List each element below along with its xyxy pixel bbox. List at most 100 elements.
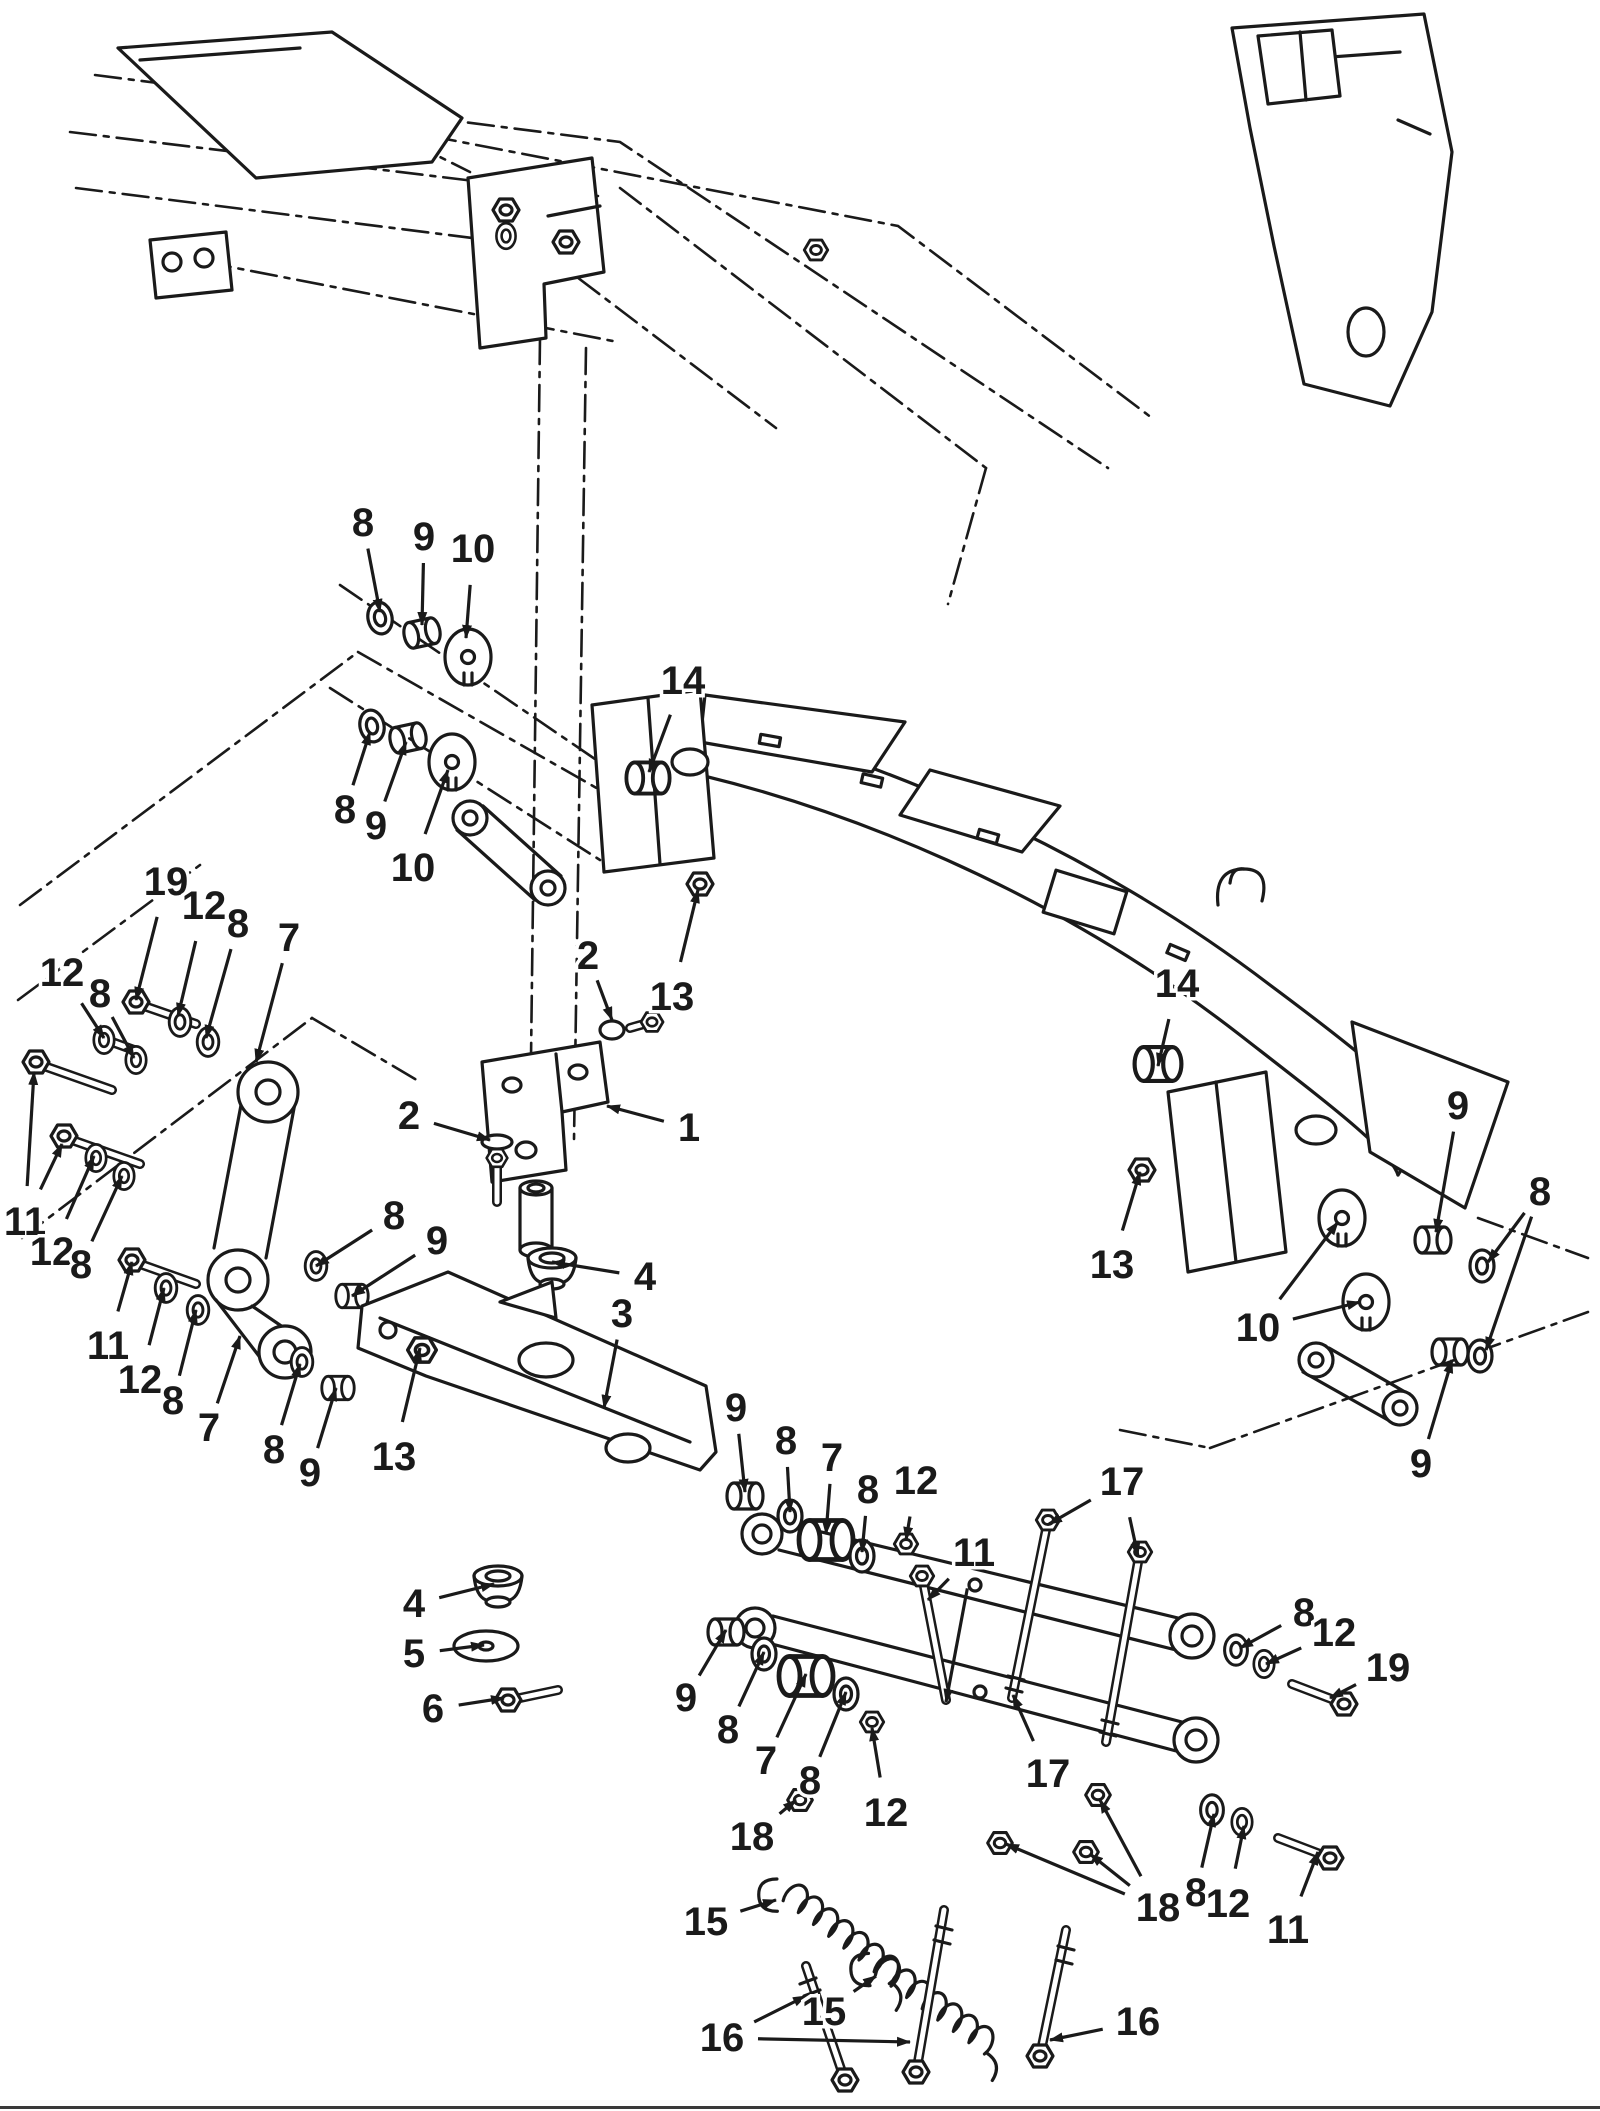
lower-lift-arms xyxy=(706,1481,1359,1871)
callout-arrow xyxy=(64,1155,96,1220)
callout-label-7: 7 xyxy=(278,916,300,960)
callout-arrow xyxy=(739,1898,777,1913)
callout-arrow xyxy=(1233,1825,1247,1870)
callout-arrow xyxy=(737,1651,766,1708)
callout-arrow xyxy=(1128,1516,1141,1557)
callout-arrow xyxy=(1098,1799,1143,1878)
callout-label-8: 8 xyxy=(263,1428,285,1472)
callout-arrow xyxy=(215,1335,242,1404)
callout-label-7: 7 xyxy=(821,1436,843,1480)
main-lift-arm xyxy=(356,1270,718,1713)
callout-arrow xyxy=(116,1261,134,1312)
callout-arrow xyxy=(869,1727,882,1778)
callout-arrow xyxy=(678,889,700,963)
callout-label-1: 1 xyxy=(678,1106,700,1150)
callout-arrow xyxy=(647,714,672,773)
callout-arrow xyxy=(903,1516,914,1541)
callout-label-7: 7 xyxy=(755,1739,777,1783)
callout-arrow xyxy=(1120,1171,1142,1231)
callout-label-2: 2 xyxy=(577,934,599,978)
callout-arrow xyxy=(110,1016,136,1059)
callout-label-9: 9 xyxy=(725,1386,747,1430)
callout-label-8: 8 xyxy=(334,788,356,832)
callout-label-8: 8 xyxy=(89,972,111,1016)
page-bottom-rule xyxy=(0,2106,1600,2109)
callout-arrow xyxy=(25,1071,39,1187)
callout-label-9: 9 xyxy=(413,515,435,559)
callout-arrow xyxy=(1005,1842,1126,1896)
callout-label-11: 11 xyxy=(953,1531,995,1575)
callout-arrow xyxy=(753,1994,807,2024)
callout-label-15: 15 xyxy=(802,1990,847,2034)
callout-arrow xyxy=(254,962,284,1063)
callout-label-12: 12 xyxy=(30,1230,75,1274)
callout-label-9: 9 xyxy=(365,804,387,848)
nut-13-left xyxy=(685,871,715,897)
nut-13-arm xyxy=(405,1336,439,1364)
callout-label-12: 12 xyxy=(182,884,227,928)
callout-arrow xyxy=(1265,1646,1302,1666)
callout-label-8: 8 xyxy=(352,501,374,545)
callout-arrow xyxy=(697,1629,728,1677)
callout-arrow xyxy=(852,1974,877,1993)
callout-label-14: 14 xyxy=(661,659,706,703)
callout-label-18: 18 xyxy=(1136,1886,1181,1930)
callout-label-11: 11 xyxy=(87,1324,129,1368)
callout-arrow xyxy=(778,1798,798,1816)
callout-arrow xyxy=(1486,1211,1526,1263)
callout-label-16: 16 xyxy=(700,2016,745,2060)
callout-label-12: 12 xyxy=(40,951,85,995)
callout-arrow xyxy=(551,1259,620,1275)
callout-label-9: 9 xyxy=(1410,1442,1432,1486)
left-linkage xyxy=(21,989,370,1402)
callout-label-14: 14 xyxy=(1155,962,1200,1006)
callout-arrow xyxy=(784,1466,795,1513)
callout-label-19: 19 xyxy=(144,860,189,904)
callout-arrow xyxy=(1089,1852,1131,1887)
callout-arrow xyxy=(462,584,473,639)
callout-arrow xyxy=(1426,1359,1454,1440)
callout-arrow xyxy=(1292,1300,1361,1321)
callout-label-12: 12 xyxy=(118,1358,163,1402)
callout-label-3: 3 xyxy=(611,1292,633,1336)
callout-arrow xyxy=(1048,1498,1092,1526)
callout-arrow xyxy=(176,940,198,1017)
callout-arrow xyxy=(1329,1683,1357,1700)
callout-label-16: 16 xyxy=(1116,2000,1161,2044)
callout-arrow xyxy=(601,1339,619,1409)
callout-label-8: 8 xyxy=(857,1468,879,1512)
callout-label-6: 6 xyxy=(422,1687,444,1731)
callout-label-13: 13 xyxy=(372,1435,417,1479)
callout-arrow xyxy=(316,1387,338,1449)
callout-label-8: 8 xyxy=(70,1243,92,1287)
callout-arrow xyxy=(595,979,614,1021)
callout-arrow xyxy=(818,1691,848,1758)
callout-label-17: 17 xyxy=(1100,1460,1145,1504)
callout-arrow xyxy=(417,562,428,626)
callout-arrow xyxy=(90,1175,124,1243)
callout-arrow xyxy=(351,731,372,786)
callout-arrow xyxy=(458,1695,505,1707)
callout-arrow xyxy=(438,1582,495,1600)
callout-arrow xyxy=(38,1143,64,1191)
callout-arrow xyxy=(1484,1216,1534,1351)
callout-arrow xyxy=(439,1641,485,1653)
callout-label-12: 12 xyxy=(1312,1611,1357,1655)
callout-label-8: 8 xyxy=(775,1419,797,1463)
callout-arrow xyxy=(134,916,159,1001)
callout-label-8: 8 xyxy=(1185,1871,1207,1915)
callout-label-11: 11 xyxy=(4,1200,46,1244)
callout-label-10: 10 xyxy=(391,846,436,890)
callout-arrow xyxy=(147,1287,166,1346)
callout-label-8: 8 xyxy=(717,1708,739,1752)
tractor-frame-phantom xyxy=(68,56,1154,1142)
callout-label-8: 8 xyxy=(1529,1170,1551,1214)
callout-label-8: 8 xyxy=(383,1194,405,1238)
callout-label-17: 17 xyxy=(1026,1752,1071,1796)
callout-label-4: 4 xyxy=(403,1582,426,1626)
callout-label-4: 4 xyxy=(634,1255,657,1299)
callout-arrow xyxy=(1011,1694,1035,1742)
callout-arrow xyxy=(366,548,383,613)
